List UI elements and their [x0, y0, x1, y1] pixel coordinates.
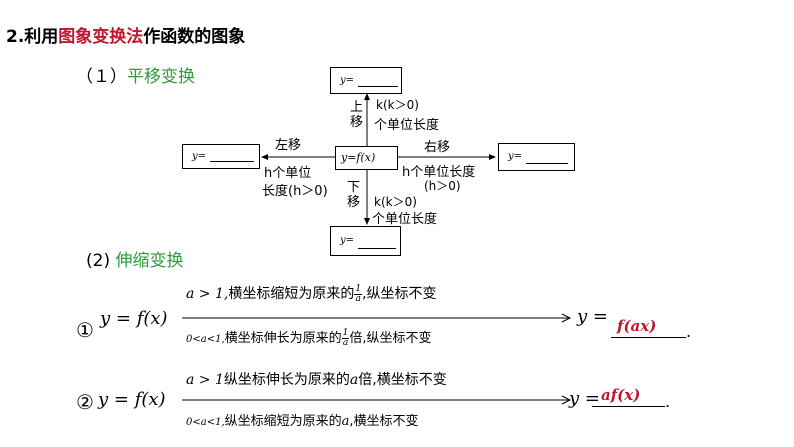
- down-cond2: 个单位长度: [372, 212, 438, 227]
- item2-top-a: a > 1: [186, 372, 224, 388]
- item1-top-a: a > 1,: [186, 286, 229, 302]
- item2-answer: af(x): [601, 386, 641, 404]
- box-up-blank: [358, 86, 398, 87]
- item1-answer: f(ax): [617, 317, 657, 335]
- item1-bottom-c: 倍,纵坐标不变: [349, 331, 432, 346]
- item2-top-mid: a: [349, 372, 359, 388]
- box-down-label: y=: [340, 234, 355, 246]
- item2-top-b: 纵坐标伸长为原来的: [223, 372, 350, 388]
- item1-top-b: 横坐标缩短为原来的: [228, 286, 355, 302]
- left-cond1: h个单位: [264, 166, 312, 181]
- box-left-blank: [210, 161, 254, 162]
- box-left-label: y=: [192, 150, 207, 162]
- down-word: 下移: [346, 180, 360, 210]
- item1-lhs: y = f(x): [100, 308, 168, 329]
- section-title: 2.利用图象变换法作函数的图象: [6, 22, 245, 47]
- right-cond2: (h＞0): [424, 179, 461, 193]
- item1-bottom-b: 横坐标伸长为原来的: [224, 331, 342, 346]
- item2-top-cond: a > 1纵坐标伸长为原来的a倍,横坐标不变: [186, 369, 447, 389]
- item1-marker: ①: [76, 318, 94, 342]
- item2-lhs: y = f(x): [98, 389, 166, 410]
- item1-top-c: ,纵坐标不变: [362, 286, 437, 302]
- item2-arrow: [182, 395, 572, 405]
- item2-bottom-c: ,横坐标不变: [349, 414, 419, 429]
- right-word: 右移: [424, 140, 451, 155]
- title-suffix: 作函数的图象: [143, 27, 246, 47]
- item2-rhs: y =: [569, 388, 600, 409]
- item2-marker: ②: [76, 390, 94, 414]
- item1-bottom-frac-num: 1: [341, 328, 350, 339]
- right-cond1: h个单位长度: [402, 165, 476, 180]
- item2-top-c: 倍,横坐标不变: [358, 372, 447, 388]
- item2-period: .: [665, 392, 671, 411]
- down-cond1: k(k＞0): [374, 195, 417, 209]
- item2-bottom-b: 纵坐标缩短为原来的: [224, 414, 342, 429]
- box-center: y=f(x): [335, 146, 398, 170]
- box-up-label: y=: [340, 74, 355, 86]
- scaling-heading: (2) 伸缩变换: [86, 246, 184, 271]
- translation-heading-num: （１）: [76, 67, 127, 87]
- translation-heading-text: 平移变换: [127, 67, 195, 87]
- box-right: y=: [498, 143, 575, 171]
- item1-arrow: [182, 313, 572, 323]
- up-cond1: k(k＞0): [376, 98, 419, 112]
- scaling-heading-num: (2): [86, 251, 111, 271]
- item1-period: .: [686, 322, 692, 341]
- scaling-heading-text: 伸缩变换: [115, 251, 184, 271]
- box-right-blank: [526, 163, 568, 164]
- item2-bottom-cond: 0<a<1,纵坐标缩短为原来的a,横坐标不变: [186, 410, 419, 429]
- item1-top-frac-den: a: [355, 293, 361, 304]
- up-cond2: 个单位长度: [374, 118, 440, 133]
- box-center-label: y=f(x): [341, 150, 376, 164]
- up-word: 上移: [349, 100, 363, 130]
- item1-rhs: y =: [577, 306, 608, 327]
- box-right-label: y=: [508, 150, 523, 162]
- item1-top-frac-num: 1: [354, 283, 363, 295]
- item1-bottom-a: 0<a<1,: [186, 334, 225, 345]
- item2-answer-line: [592, 406, 665, 407]
- item1-answer-line: [611, 337, 686, 338]
- box-up: y=: [330, 67, 402, 94]
- left-word: 左移: [275, 138, 302, 153]
- title-prefix: 2.利用: [6, 27, 59, 47]
- title-highlight: 图象变换法: [58, 27, 144, 47]
- box-left: y=: [182, 144, 260, 169]
- item2-bottom-mid: a: [341, 414, 350, 429]
- left-cond2: 长度(h＞0): [262, 184, 328, 199]
- box-down-blank: [358, 248, 396, 249]
- item2-bottom-a: 0<a<1,: [186, 417, 225, 428]
- item1-bottom-frac-den: a: [342, 338, 349, 348]
- box-down: y=: [330, 226, 401, 256]
- translation-heading: （１）平移变换: [76, 62, 195, 87]
